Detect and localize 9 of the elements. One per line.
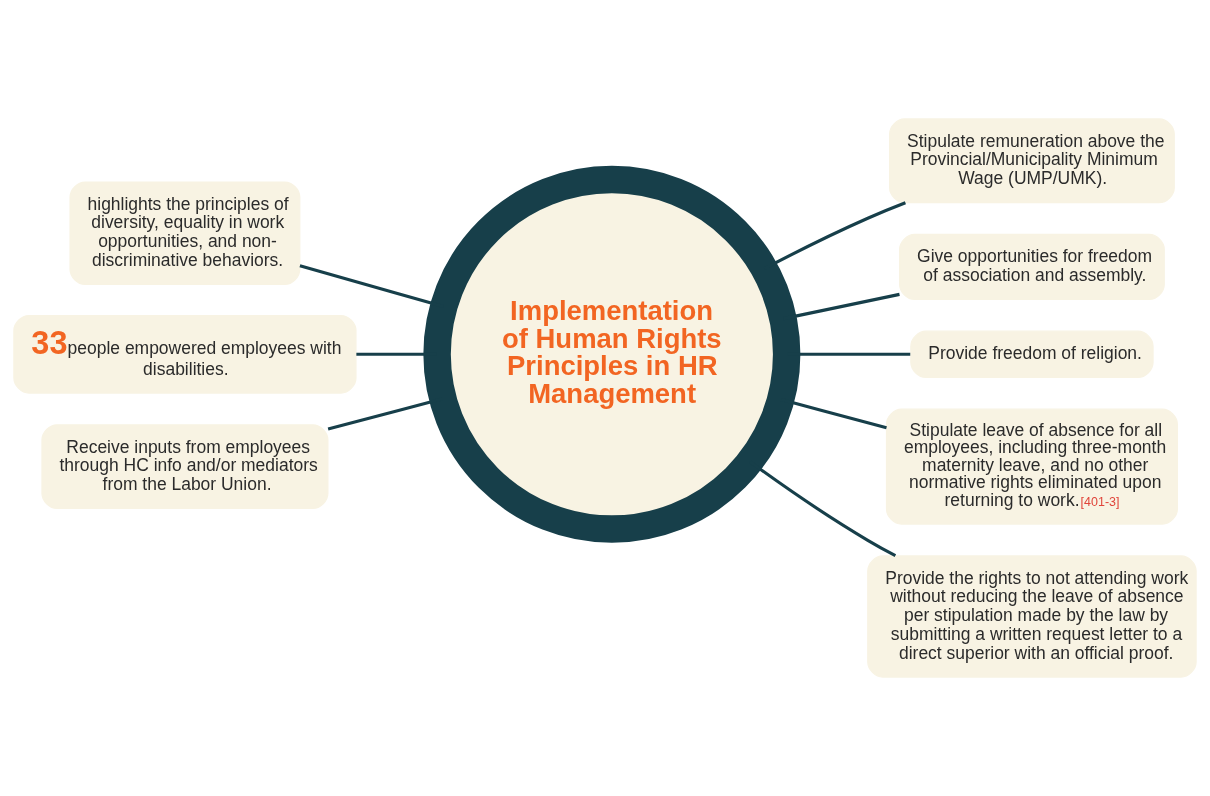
node-box: highlights the principles of diversity, equality in work opportunities, and non-discriminative behaviors.: [69, 181, 301, 286]
node-box: 33people empowered employees with disabilities.: [13, 315, 357, 394]
node-box: Receive inputs from employees through HC info and/or mediators from the Labor Union.: [41, 424, 329, 510]
node-box: Give opportunities for freedom of association and assembly.: [899, 233, 1165, 300]
node-box: Provide freedom of religion.: [910, 330, 1154, 379]
node-box: Stipulate remuneration above the Provincial/Municipality Minimum Wage (UMP/UMK).: [889, 118, 1175, 204]
node-box: Stipulate leave of absence for all employees, including three-month maternity leave, and no other normative rights eliminated upon returning to work.[401-3]: [885, 408, 1178, 525]
node-circle: Implementation of Human Rights Principles in HR Management: [423, 165, 801, 543]
node-box: Provide the rights to not attending work without reducing the leave of absence per stipulation made by the law by submitting a written request letter to a direct superior with an official proof.: [867, 555, 1197, 678]
